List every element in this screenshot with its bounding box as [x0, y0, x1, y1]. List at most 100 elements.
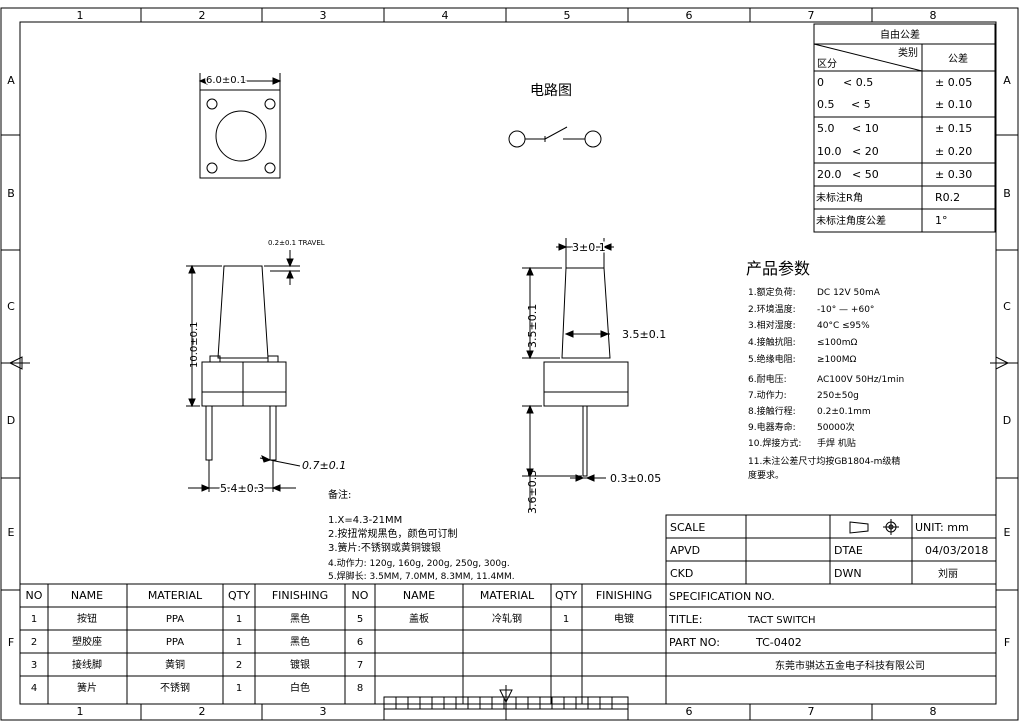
bom-cell: 3: [31, 660, 37, 671]
bom-header: NO: [352, 589, 369, 602]
bom-cell: 不锈钢: [160, 681, 190, 694]
note-line: 1.X=4.3-21MM: [328, 515, 402, 526]
dim-leg-length: 3.6±0.3: [526, 470, 539, 514]
param-key: 8.接触行程:: [748, 405, 796, 417]
zone-row-c: C: [7, 300, 15, 313]
bom-header: NO: [26, 589, 43, 602]
zone-row-b-right: B: [1003, 187, 1011, 200]
dim-top-width: 6.0±0.1: [206, 75, 246, 86]
zone-row-b: B: [7, 187, 15, 200]
outer-frame: [0, 7, 1019, 721]
bom-header: MATERIAL: [480, 589, 535, 602]
param-value: 手焊 机贴: [817, 437, 856, 449]
tol-row-a: 10.0: [817, 145, 842, 158]
param-note-line2: 度要求。: [748, 469, 784, 481]
zone-row-f: F: [8, 636, 14, 649]
tol-row-tol: ± 0.10: [935, 98, 972, 111]
zone-row-a: A: [7, 74, 15, 87]
zone-row-c-right: C: [1003, 300, 1011, 313]
notes-title: 备注:: [328, 488, 351, 501]
param-value: 0.2±0.1mm: [817, 407, 871, 417]
tb-title-value: TACT SWITCH: [747, 615, 815, 626]
circuit-title: 电路图: [530, 83, 572, 99]
zone-row-d: D: [7, 414, 15, 427]
bom-cell: 镀银: [290, 658, 310, 671]
note-line: 2.按扭常规黑色，颜色可订制: [328, 527, 458, 540]
tol-col-tol: 公差: [948, 52, 968, 65]
switch-symbol: [508, 126, 602, 148]
params-title: 产品参数: [746, 259, 810, 278]
tb-drawer: 刘丽: [938, 568, 958, 580]
zone-row-f-right: F: [1004, 636, 1010, 649]
tol-row-tol: ± 0.05: [935, 76, 972, 89]
tb-spec: SPECIFICATION NO.: [669, 590, 775, 603]
tol-radius-value: R0.2: [935, 191, 960, 204]
bom-header: MATERIAL: [148, 589, 203, 602]
bottom-ruler: [383, 696, 629, 710]
bom-header: FINISHING: [272, 589, 328, 602]
tol-row-b: < 10: [852, 122, 879, 135]
param-value: DC 12V 50mA: [817, 288, 881, 298]
tb-part-label: PART NO:: [669, 636, 720, 649]
zone-col-8: 8: [930, 9, 937, 22]
bom-header: QTY: [228, 589, 250, 602]
bom-cell: 按钮: [77, 612, 97, 625]
param-value: 50000次: [817, 421, 855, 433]
tol-radius-label: 未标注R角: [816, 191, 863, 204]
tb-unit: UNIT: mm: [915, 521, 969, 534]
zone-col-1-bottom: 1: [77, 705, 84, 718]
zone-col-2-bottom: 2: [199, 705, 206, 718]
tol-row-b: < 5: [851, 98, 871, 111]
param-value: -10° — +60°: [817, 305, 874, 315]
param-value: ≥100MΩ: [817, 355, 856, 365]
bom-cell: 黑色: [290, 635, 310, 648]
tb-title-label: TITLE:: [668, 613, 702, 626]
tol-angle-value: 1°: [935, 214, 948, 227]
dim-travel: 0.2±0.1 TRAVEL: [268, 239, 325, 247]
param-key: 6.耐电压:: [748, 373, 787, 385]
tol-row-b: < 50: [852, 168, 879, 181]
param-key: 2.环境温度:: [748, 303, 796, 315]
bom-cell: PPA: [166, 637, 184, 648]
top-view: [198, 73, 282, 179]
param-value: ≤100mΩ: [817, 338, 857, 348]
param-value: 250±50g: [817, 391, 859, 401]
bom-cell: 5: [357, 614, 363, 625]
zone-col-4: 4: [442, 9, 449, 22]
zone-col-2: 2: [199, 9, 206, 22]
bom-cell: 4: [31, 683, 37, 694]
bom-cell: 接线脚: [72, 658, 102, 671]
bom-cell: 塑胶座: [72, 635, 102, 648]
tol-angle-label: 未标注角度公差: [816, 214, 886, 227]
bom-cell: 黄铜: [165, 658, 185, 671]
zone-col-6: 6: [686, 9, 693, 22]
param-key: 3.相对湿度:: [748, 319, 796, 331]
tol-row-tol: ± 0.30: [935, 168, 972, 181]
bom-cell: 1: [236, 637, 242, 648]
tol-row-a: 5.0: [817, 122, 835, 135]
bom-cell: 2: [236, 660, 242, 671]
note-line: 4.动作力: 120g, 160g, 200g, 250g, 300g.: [328, 557, 510, 569]
tb-company: 东莞市骐达五金电子科技有限公司: [775, 659, 925, 672]
zone-col-7: 7: [808, 9, 815, 22]
zone-row-e-right: E: [1004, 526, 1011, 539]
front-view: [522, 238, 629, 510]
zone-col-6-bottom: 6: [686, 705, 693, 718]
param-key: 9.电器寿命:: [748, 421, 796, 433]
bom-cell: 1: [236, 614, 242, 625]
tolerance-table: [813, 23, 996, 233]
dim-pin-pitch: 5.4±0.3: [220, 482, 264, 495]
dim-cap-depth: 3.5±0.1: [622, 328, 666, 341]
zone-col-5: 5: [564, 9, 571, 22]
bom-header: QTY: [555, 589, 577, 602]
projection-symbol-icon: [849, 519, 899, 535]
tb-date: 04/03/2018: [925, 544, 988, 557]
bom-cell: 7: [357, 660, 363, 671]
tol-row-a: 0.5: [817, 98, 835, 111]
side-view: [186, 250, 301, 492]
tb-part-value: TC-0402: [755, 636, 802, 649]
dim-cap-width: 3±0.1: [572, 241, 606, 254]
param-note-line1: 11.未注公差尺寸均按GB1804-m级精: [748, 455, 900, 467]
zone-row-e: E: [8, 526, 15, 539]
bom-cell: 2: [31, 637, 37, 648]
